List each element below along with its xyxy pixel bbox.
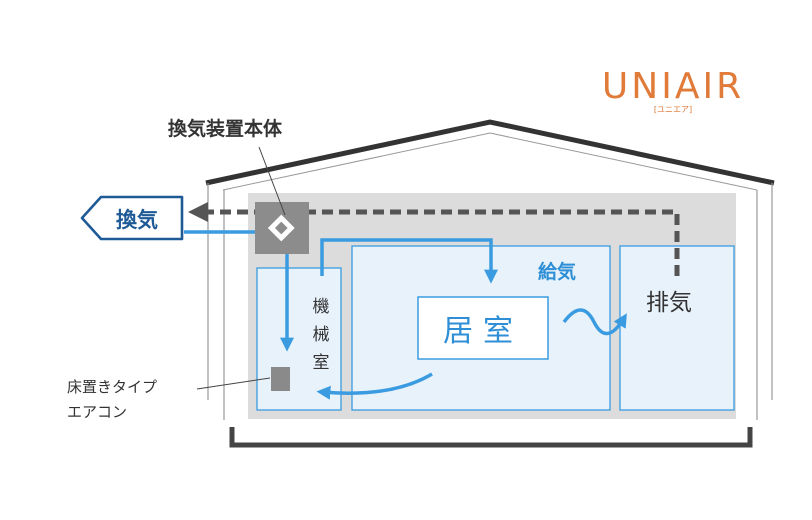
exhaust-air-label: 排気: [646, 290, 692, 316]
living-room-label-box: [417, 296, 549, 360]
room-to-exhaust-wave-arrow: [562, 308, 627, 336]
machine-room-label-3: 室: [313, 353, 330, 373]
return-flow-arrow: [316, 372, 433, 400]
house-foundation: [229, 427, 753, 448]
exhaust-flow-arrow: [188, 202, 680, 276]
machine-room-label-2: 械: [313, 325, 330, 345]
house-roof: [205, 119, 775, 191]
aircon-label-line2: エアコン: [67, 403, 127, 421]
brand-logo: UNIAIR [ユニエア]: [602, 66, 744, 114]
left-arrow-tag-icon: 換気: [80, 195, 184, 241]
ventilation-unit-label: 換気装置本体: [168, 117, 283, 140]
supply-flow-arrow: [320, 238, 498, 284]
floor-aircon-icon: [271, 367, 290, 391]
ventilation-tag-label: 換気: [116, 208, 158, 232]
brand-logo-text: UNIAIR: [602, 66, 744, 107]
aircon-leader-line: [196, 377, 271, 390]
supply-air-label: 給気: [538, 260, 576, 283]
living-room-label: 居室: [443, 314, 523, 349]
aircon-label-line1: 床置きタイプ: [67, 378, 157, 396]
ventilation-unit-icon: [255, 202, 309, 254]
unit-leader-line: [258, 146, 286, 216]
brand-logo-subtitle: [ユニエア]: [654, 105, 692, 114]
machine-room-label-1: 機: [313, 297, 330, 317]
